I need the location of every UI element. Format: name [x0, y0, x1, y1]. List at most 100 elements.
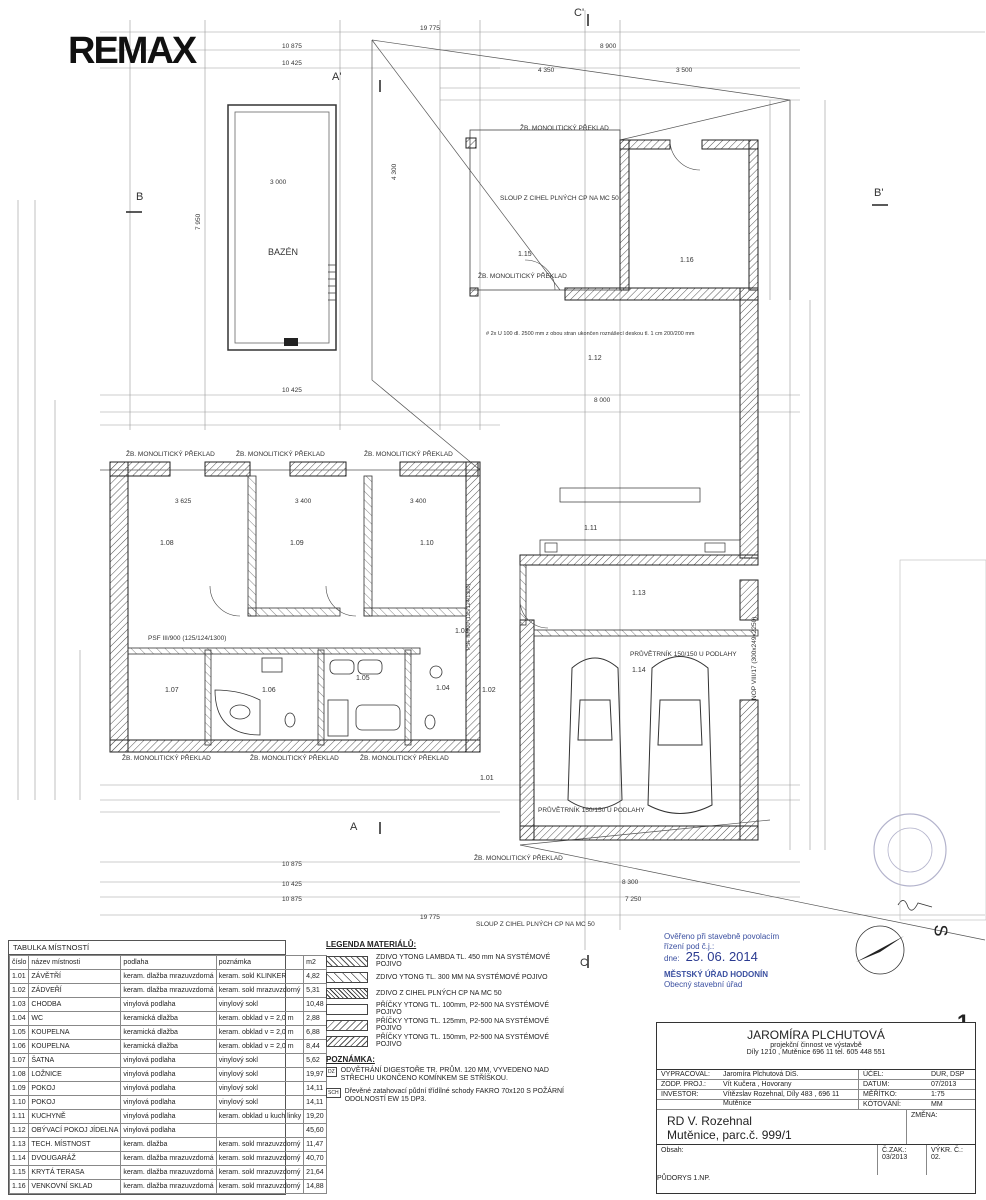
- room-table-cell: 14,11: [303, 1095, 327, 1110]
- section-c-top: C': [574, 7, 584, 19]
- room-table-cell: vinylový sokl: [215, 997, 305, 1012]
- dim: 3 400: [410, 498, 427, 505]
- row-label: ZODP. PROJ.:: [661, 1081, 706, 1088]
- room-table-cell: vinylová podlaha: [120, 1095, 217, 1110]
- header-cell: m2: [303, 955, 327, 970]
- brick-column: [469, 287, 479, 297]
- legend-text: ZDIVO YTONG TL. 300 MM NA SYSTÉMOVÉ POJI…: [376, 973, 548, 981]
- section-b-left: B: [136, 191, 143, 203]
- row-value: [719, 1100, 858, 1109]
- title-block-header: JAROMÍRA PLCHUTOVÁ projekční činnost ve …: [657, 1023, 975, 1070]
- room-table-cell: keram. dlažba mrazuvzdorná: [120, 1165, 217, 1180]
- room-1-01: 1.01: [480, 775, 494, 782]
- room-table-cell: POKOJ: [28, 1095, 122, 1110]
- room-1-13: 1.13: [632, 590, 646, 597]
- dim: 10 425: [282, 60, 302, 67]
- room-table-cell: 5,62: [303, 1053, 327, 1068]
- room-table-cell: ZÁDVEŘÍ: [28, 983, 122, 998]
- side-value: MM: [931, 1101, 943, 1108]
- north-arrow-icon: [855, 925, 905, 975]
- room-table-cell: 1.10: [8, 1095, 30, 1110]
- room-table-header-row: číslo název místnosti podlaha poznámka m…: [8, 955, 327, 970]
- section-a-top: A': [332, 71, 341, 83]
- room-table-cell: keram. dlažba mrazuvzdorná: [120, 969, 217, 984]
- remax-logo: REMAX: [68, 30, 197, 72]
- room-table-cell: 1.08: [8, 1067, 30, 1082]
- project-box: RD V. Rozehnal Mutěnice, parc.č. 999/1 Z…: [657, 1110, 975, 1145]
- room-table-cell: 1.15: [8, 1165, 30, 1180]
- row-label: INVESTOR:: [661, 1091, 699, 1098]
- garage-cars: [567, 656, 713, 814]
- room-table-cell: 45,60: [303, 1123, 327, 1138]
- project-line: Mutěnice, parc.č. 999/1: [667, 1128, 792, 1142]
- company-name: JAROMÍRA PLCHUTOVÁ: [747, 1028, 885, 1042]
- preklad-label: ŽB. MONOLITICKÝ PŘEKLAD: [126, 449, 215, 458]
- change-cell: ZMĚNA:: [906, 1110, 975, 1144]
- room-table-cell: vinylová podlaha: [120, 1053, 217, 1068]
- room-table-cell: keram. sokl mrazuvzdorný: [215, 1137, 305, 1152]
- dim-top-total: 19 775: [420, 25, 440, 32]
- room-1-03: 1.03: [455, 628, 469, 635]
- dim: 10 425: [282, 881, 302, 888]
- room-table-cell: 19,97: [303, 1067, 327, 1082]
- side-label: ZMĚNA:: [911, 1112, 938, 1119]
- room-table-cell: KUCHYNĚ: [28, 1109, 122, 1124]
- room-table-cell: vinylová podlaha: [120, 1109, 217, 1124]
- room-table-cell: 4,82: [303, 969, 327, 984]
- legend-row: ZDIVO YTONG TL. 300 MM NA SYSTÉMOVÉ POJI…: [326, 969, 566, 985]
- beam-note: # 2x U 100 dl. 2500 mm z obou stran ukon…: [486, 331, 695, 337]
- room-table-cell: keram. dlažba mrazuvzdorná: [120, 1151, 217, 1166]
- garage-door-label: NOP VIII/17 (300x249x2250): [751, 617, 758, 700]
- room-1-12: 1.12: [588, 355, 602, 362]
- swatch-hatch-icon: [326, 987, 368, 999]
- room-table-cell: 1.07: [8, 1053, 30, 1068]
- stamp-date-prefix: dne:: [664, 954, 680, 963]
- side-label: ÚČEL:: [858, 1070, 927, 1079]
- room-table-cell: ŠATNA: [28, 1053, 122, 1068]
- section-b-right: B': [874, 187, 883, 199]
- room-table-caption: TABULKA MÍSTNOSTÍ: [9, 941, 285, 955]
- brick-column: [465, 137, 477, 149]
- vent-label: PRŮVĚTRNÍK 150/150 U PODLAHY: [630, 649, 737, 658]
- job-number-cell: Č.ZAK.: 03/2013: [877, 1145, 926, 1175]
- room-table-cell: keram. sokl mrazuvzdorný: [215, 1179, 305, 1194]
- room-1-09: 1.09: [290, 540, 304, 547]
- door-swings: [209, 139, 701, 629]
- preklad-label: ŽB. MONOLITICKÝ PŘEKLAD: [364, 449, 453, 458]
- side-value: DUR, DSP: [931, 1071, 965, 1078]
- storage-walls: [619, 139, 759, 291]
- project-line: RD V. Rozehnal: [667, 1114, 752, 1128]
- room-table-cell: 40,70: [303, 1151, 327, 1166]
- vent-label: PRŮVĚTRNÍK 150/150 U PODLAHY: [538, 805, 645, 814]
- legend-text: ZDIVO Z CIHEL PLNÝCH CP NA MC 50: [376, 989, 502, 997]
- row-value: Vít Kučera , Hovorany: [723, 1081, 792, 1088]
- legend-text: PŘÍČKY YTONG TL. 150mm, P2-500 NA SYSTÉM…: [376, 1034, 549, 1048]
- room-table-cell: 1.11: [8, 1109, 30, 1124]
- dim: 10 875: [282, 43, 302, 50]
- side-label: DATUM:: [858, 1080, 927, 1089]
- legend-title: LEGENDA MATERIÁLŮ:: [326, 940, 417, 949]
- room-1-14: 1.14: [632, 667, 646, 674]
- side-value: 1:75: [931, 1091, 945, 1098]
- title-block: JAROMÍRA PLCHUTOVÁ projekční činnost ve …: [656, 1022, 976, 1194]
- room-table-cell: keram. obklad v = 2,0 m: [215, 1011, 305, 1026]
- room-1-16: 1.16: [680, 257, 694, 264]
- kitchen-counter: [539, 487, 741, 556]
- room-table-cell: vinylová podlaha: [120, 1123, 217, 1138]
- room-table-cell: keram. sokl mrazuvzdorný: [215, 1151, 305, 1166]
- header-cell: název místnosti: [28, 955, 122, 970]
- swatch-hatch-icon: [326, 971, 368, 983]
- room-table-cell: ZÁVĚTŘÍ: [28, 969, 122, 984]
- dimension-values: 19 775 10 875 10 425 8 900 4 350 3 500 4…: [175, 25, 693, 921]
- pool-outline: [227, 104, 337, 351]
- drawing-title: PŮDORYS 1.NP.: [657, 1175, 711, 1182]
- header-cell: poznámka: [215, 955, 305, 970]
- room-table-cell: TECH. MÍSTNOST: [28, 1137, 122, 1152]
